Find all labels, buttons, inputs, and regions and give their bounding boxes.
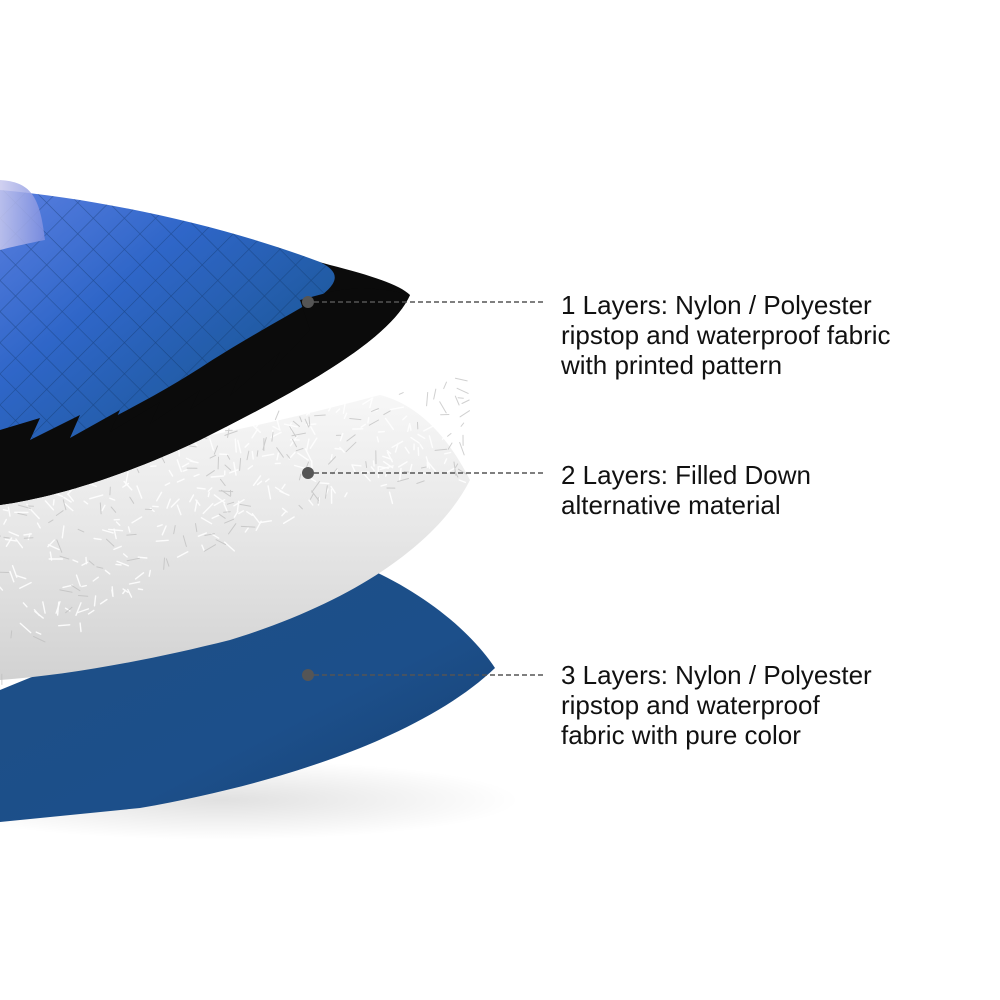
layer-3-line-3: fabric with pure color [561,720,801,750]
layer-1-line-2: ripstop and waterproof fabric [561,320,891,350]
layer-1-line-1: 1 Layers: Nylon / Polyester [561,290,872,320]
layer-1-line-3: with printed pattern [561,350,783,380]
layer-2-description: 2 Layers: Filled Down alternative materi… [561,460,981,520]
layer-1-description: 1 Layers: Nylon / Polyester ripstop and … [561,290,981,380]
callout-connector-1 [302,296,545,308]
callout-connector-3 [302,669,545,681]
layer-3-line-2: ripstop and waterproof [561,690,820,720]
layer-3-line-1: 3 Layers: Nylon / Polyester [561,660,872,690]
layer-3-description: 3 Layers: Nylon / Polyester ripstop and … [561,660,981,750]
layer-2-line-2: alternative material [561,490,781,520]
bottom-fabric-layer [0,565,520,840]
top-printed-fabric-layer [0,180,410,505]
layer-2-line-1: 2 Layers: Filled Down [561,460,811,490]
callout-connector-2 [302,467,545,479]
